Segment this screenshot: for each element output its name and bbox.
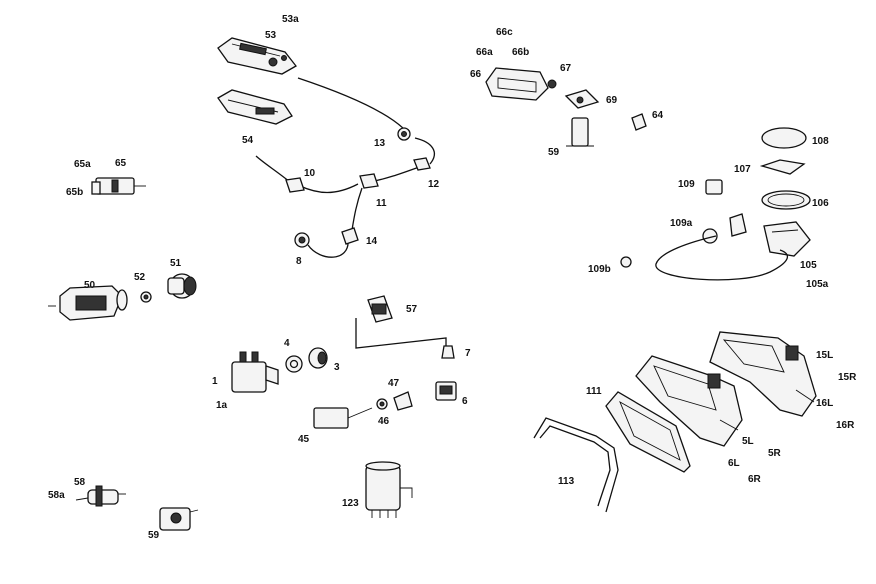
label-58: 58 bbox=[74, 477, 86, 488]
label-105: 105 bbox=[800, 260, 817, 271]
label-6: 6 bbox=[462, 396, 468, 407]
label-7: 7 bbox=[465, 348, 471, 359]
label-65b: 65b bbox=[66, 187, 83, 198]
lamp-66 bbox=[485, 67, 647, 147]
lamp-53 bbox=[217, 37, 297, 75]
label-109a: 109a bbox=[670, 218, 693, 229]
label-45: 45 bbox=[298, 434, 310, 445]
label-8: 8 bbox=[296, 256, 302, 267]
mirror-housing-5-6 bbox=[635, 355, 743, 447]
label-64: 64 bbox=[652, 110, 664, 121]
label-10: 10 bbox=[304, 168, 316, 179]
label-65: 65 bbox=[115, 158, 127, 169]
relay-1 bbox=[231, 347, 328, 393]
label-108: 108 bbox=[812, 136, 829, 147]
label-11: 11 bbox=[376, 198, 387, 209]
label-47: 47 bbox=[388, 378, 400, 389]
label-3: 3 bbox=[334, 362, 340, 373]
label-123: 123 bbox=[342, 498, 359, 509]
label-57: 57 bbox=[406, 304, 418, 315]
label-53: 53 bbox=[265, 30, 277, 41]
label-66a: 66a bbox=[476, 47, 493, 58]
label-13: 13 bbox=[374, 138, 386, 149]
label-58a: 58a bbox=[48, 490, 65, 501]
label-107: 107 bbox=[734, 164, 751, 175]
label-1a: 1a bbox=[216, 400, 228, 411]
label-50: 50 bbox=[84, 280, 96, 291]
lamp-105-assembly bbox=[620, 127, 811, 281]
switch-57-assembly bbox=[355, 295, 457, 401]
label-65a: 65a bbox=[74, 159, 91, 170]
label-66: 66 bbox=[470, 69, 482, 80]
label-109: 109 bbox=[678, 179, 695, 190]
label-16R: 16R bbox=[836, 420, 855, 431]
label-15R: 15R bbox=[838, 372, 857, 383]
label-52: 52 bbox=[134, 272, 146, 283]
label-12: 12 bbox=[428, 179, 440, 190]
label-1: 1 bbox=[212, 376, 218, 387]
label-5L: 5L bbox=[742, 436, 754, 447]
label-6L: 6L bbox=[728, 458, 740, 469]
label-15L: 15L bbox=[816, 350, 833, 361]
label-16L: 16L bbox=[816, 398, 833, 409]
label-5R: 5R bbox=[768, 448, 782, 459]
label-14: 14 bbox=[366, 236, 378, 247]
lens-113 bbox=[533, 417, 619, 513]
label-53a: 53a bbox=[282, 14, 299, 25]
mirror-housing-15-16 bbox=[709, 331, 817, 417]
label-66b: 66b bbox=[512, 47, 529, 58]
label-67: 67 bbox=[560, 63, 572, 74]
lamp-54 bbox=[217, 89, 293, 125]
label-66c: 66c bbox=[496, 27, 513, 38]
unit-45 bbox=[313, 391, 413, 429]
label-59-bottom: 59 bbox=[148, 530, 160, 541]
label-54: 54 bbox=[242, 135, 254, 146]
bulb-holder-58 bbox=[75, 485, 126, 507]
label-4: 4 bbox=[284, 338, 290, 349]
label-46: 46 bbox=[378, 416, 390, 427]
label-6R: 6R bbox=[748, 474, 762, 485]
label-51: 51 bbox=[170, 258, 182, 269]
label-59-top: 59 bbox=[548, 147, 560, 158]
socket-50 bbox=[48, 273, 197, 321]
label-69: 69 bbox=[606, 95, 618, 106]
label-105a: 105a bbox=[806, 279, 829, 290]
callout-labels: 53a 53 54 13 10 11 12 14 8 65a 65 65b 50… bbox=[48, 14, 857, 541]
switch-65 bbox=[91, 177, 146, 195]
flasher-123 bbox=[365, 461, 413, 518]
wiring-harness bbox=[255, 77, 435, 258]
label-109b: 109b bbox=[588, 264, 611, 275]
label-111: 111 bbox=[586, 386, 602, 397]
label-113: 113 bbox=[558, 476, 575, 487]
label-106: 106 bbox=[812, 198, 829, 209]
bulb-socket-59 bbox=[159, 507, 199, 531]
lens-111 bbox=[605, 391, 691, 473]
